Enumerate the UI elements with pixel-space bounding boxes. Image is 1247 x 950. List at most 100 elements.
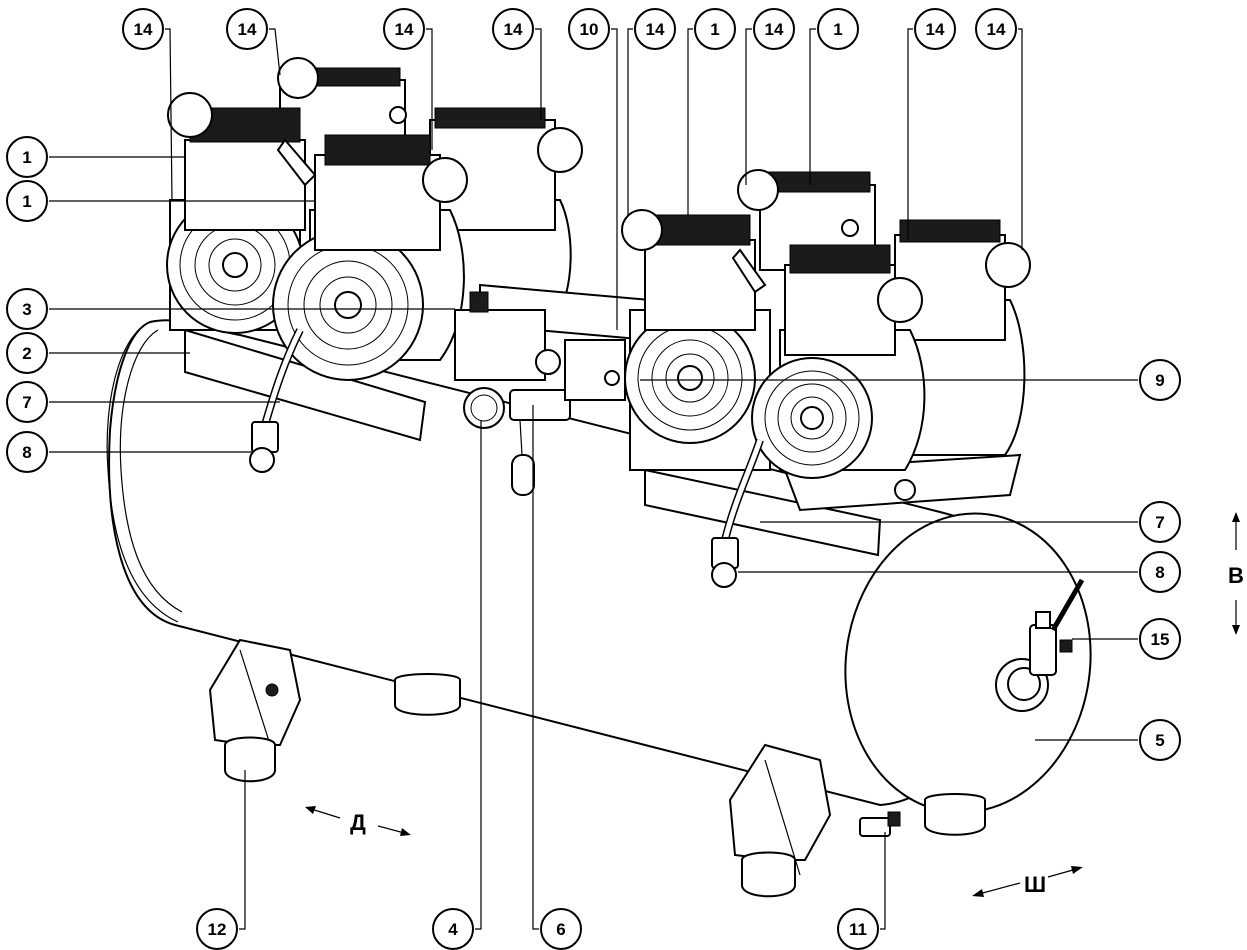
callout-number: 14 (504, 20, 523, 39)
callout-bubble: 14 (383, 8, 425, 50)
callout-bubble: 5 (1139, 719, 1181, 761)
leader-line (1018, 28, 1023, 250)
leader-lines (49, 28, 1138, 930)
callout-number: 14 (395, 20, 414, 39)
callout-bubble: 6 (540, 908, 582, 950)
callout-bubble: 9 (1139, 359, 1181, 401)
callout-circle (1139, 551, 1181, 593)
callout-circle (6, 288, 48, 330)
callout-bubble: 14 (975, 8, 1017, 50)
callout-number: 1 (833, 20, 842, 39)
callout-number: 3 (22, 300, 31, 319)
callout-number: 15 (1151, 630, 1170, 649)
callout-number: 7 (1155, 513, 1164, 532)
leader-line (627, 28, 633, 215)
callout-circle (432, 908, 474, 950)
callout-number: 8 (1155, 563, 1164, 582)
callout-bubble: 11 (837, 908, 879, 950)
leader-line (269, 28, 281, 76)
callout-circle (6, 381, 48, 423)
callout-bubble: 1 (694, 8, 736, 50)
left-compressor-group (166, 57, 583, 473)
callout-number: 1 (710, 20, 719, 39)
callout-bubble: 4 (432, 908, 474, 950)
callout-circle (6, 180, 48, 222)
callout-circle (568, 8, 610, 50)
callout-number: 11 (849, 920, 867, 939)
leader-line (745, 28, 752, 185)
callout-number: 8 (22, 443, 31, 462)
callout-circle (226, 8, 268, 50)
callout-bubble: 1 (817, 8, 859, 50)
callout-number: 14 (134, 20, 153, 39)
leader-line (687, 28, 693, 215)
callout-circle (6, 136, 48, 178)
callout-bubble: 8 (6, 431, 48, 473)
callout-circle (383, 8, 425, 50)
leader-line (532, 405, 539, 930)
callout-bubble: 14 (226, 8, 268, 50)
callout-number: 5 (1155, 731, 1164, 750)
callout-bubble: 1 (6, 180, 48, 222)
callout-number: 12 (208, 920, 227, 939)
air-tank (106, 319, 1092, 814)
tank-feet (208, 638, 986, 898)
callout-bubble: 7 (6, 381, 48, 423)
callout-number: 6 (556, 920, 565, 939)
callout-number: 7 (22, 393, 31, 412)
callout-number: 14 (765, 20, 784, 39)
callout-bubble: 2 (6, 332, 48, 374)
callout-number: 1 (22, 192, 31, 211)
callout-bubble: 7 (1139, 501, 1181, 543)
leader-line (907, 28, 913, 240)
callout-number: 10 (580, 20, 599, 39)
height-arrow: В (1228, 512, 1244, 635)
height-label: В (1228, 563, 1244, 588)
callout-number: 4 (448, 920, 458, 939)
leader-line (475, 420, 482, 930)
callout-bubble: 12 (196, 908, 238, 950)
callout-bubble: 15 (1139, 618, 1181, 660)
leader-line (880, 832, 886, 930)
width-arrow: Ш (972, 866, 1083, 897)
drain-cock (859, 817, 891, 837)
callout-bubble: 14 (492, 8, 534, 50)
callout-circle (914, 8, 956, 50)
callout-bubble: 1 (6, 136, 48, 178)
callout-bubble: 14 (753, 8, 795, 50)
callout-circle (975, 8, 1017, 50)
callout-number: 2 (22, 344, 31, 363)
callout-number: 1 (22, 148, 31, 167)
length-arrow: Д (305, 806, 411, 836)
right-compressor-group (621, 169, 1031, 588)
leader-line (426, 28, 433, 150)
callout-bubble: 3 (6, 288, 48, 330)
callout-circle (1139, 719, 1181, 761)
leader-line (809, 28, 816, 185)
callout-circle (492, 8, 534, 50)
leader-line (611, 28, 618, 330)
callout-circle (837, 908, 879, 950)
callout-bubble: 14 (122, 8, 164, 50)
callout-circle (196, 908, 238, 950)
callout-number: 14 (646, 20, 665, 39)
ball-valve (995, 578, 1085, 712)
callout-circle (1139, 359, 1181, 401)
leader-line (239, 770, 246, 930)
callout-circle (753, 8, 795, 50)
callout-number: 14 (987, 20, 1006, 39)
direction-arrows: В Д Ш (305, 512, 1244, 897)
callout-number: 14 (926, 20, 945, 39)
callout-bubble: 14 (634, 8, 676, 50)
length-label: Д (350, 810, 366, 835)
callout-number: 14 (238, 20, 257, 39)
width-label: Ш (1024, 872, 1046, 897)
callout-circle (1139, 618, 1181, 660)
callout-circle (817, 8, 859, 50)
callout-circle (6, 332, 48, 374)
callout-circle (6, 431, 48, 473)
callout-circle (634, 8, 676, 50)
